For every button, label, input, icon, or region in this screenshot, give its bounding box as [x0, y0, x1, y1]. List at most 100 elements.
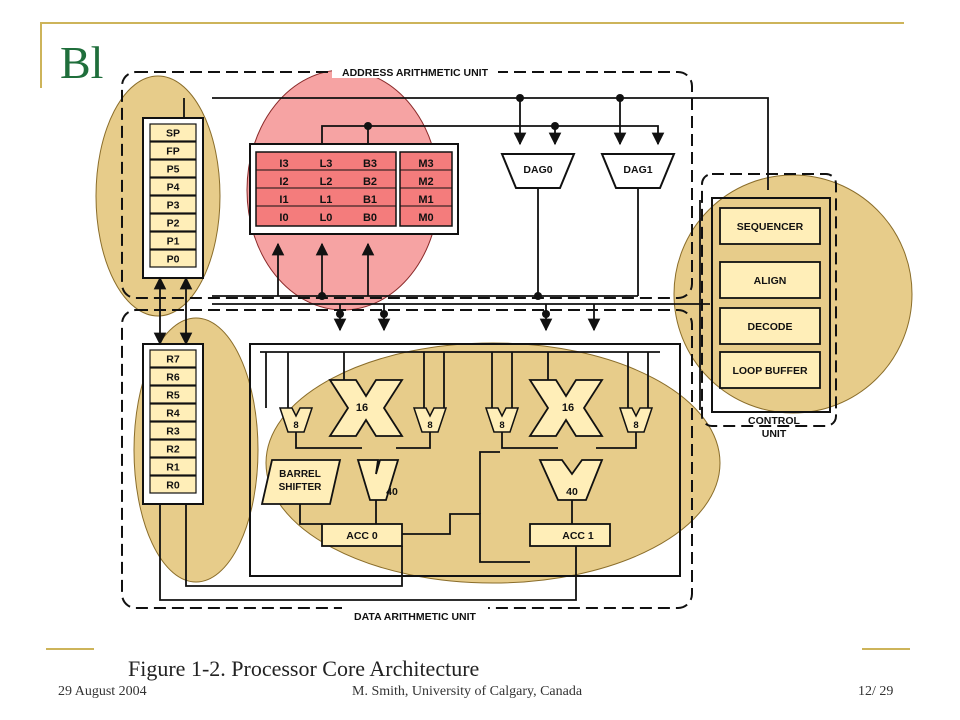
frame-left-line	[40, 22, 42, 88]
control-unit-boundary	[701, 173, 837, 427]
p-register-p1: P1	[167, 236, 180, 248]
control-sequencer-label: SEQUENCER	[737, 221, 804, 233]
p-register-p2: P2	[167, 218, 180, 230]
control-loop-buffer-block	[719, 351, 821, 389]
p-register-cell	[149, 177, 197, 196]
control-decode-label: DECODE	[748, 321, 793, 333]
dag1-label: DAG1	[623, 164, 652, 176]
frame-top-line	[40, 22, 904, 24]
dag-register-i0: I0	[279, 212, 288, 224]
dag1-unit	[600, 153, 676, 189]
r-register-cell	[149, 403, 197, 422]
control-sequencer-block	[719, 207, 821, 245]
slide-title: Bl	[60, 37, 104, 88]
r-register-r1: R1	[166, 462, 180, 474]
multiplier-0-label: 16	[356, 402, 368, 414]
p-register-p5: P5	[167, 164, 180, 176]
figure-caption: Figure 1-2. Processor Core Architecture	[128, 656, 480, 681]
adder-1	[538, 459, 604, 501]
r-register-r3: R3	[166, 426, 180, 438]
r-register-r0: R0	[166, 480, 180, 492]
r-register-r2: R2	[166, 444, 180, 456]
adder-1-label: 40	[566, 486, 578, 498]
datapath-box	[249, 343, 681, 577]
dag-register-b0: B0	[363, 212, 377, 224]
r-register-cell	[149, 475, 197, 494]
r-register-r4: R4	[166, 408, 180, 420]
dag-register-i2: I2	[279, 176, 288, 188]
p-register-p3: P3	[167, 200, 180, 212]
alu-8bit-label: 8	[499, 420, 504, 431]
p-register-cell	[149, 123, 197, 142]
multiplier-0	[328, 379, 404, 437]
alu-8bit-0	[278, 407, 314, 433]
p-register-cell	[149, 195, 197, 214]
p-register-p0: P0	[167, 254, 180, 266]
control-unit-block	[711, 197, 831, 413]
frame-bottom-right-line	[862, 648, 910, 650]
r-register-cell	[149, 439, 197, 458]
footer-author: M. Smith, University of Calgary, Canada	[352, 684, 583, 699]
p-register-cell	[149, 159, 197, 178]
dag0-unit	[500, 153, 576, 189]
data-unit-label: DATA ARITHMETIC UNIT	[354, 611, 476, 623]
alu-8bit-3	[618, 407, 654, 433]
frame-bottom-left-line	[46, 648, 94, 650]
control-loop-buffer-label: LOOP BUFFER	[732, 365, 807, 377]
footer-date: 29 August 2004	[58, 684, 147, 699]
dag-register-l1: L1	[320, 194, 333, 206]
r-register-r6: R6	[166, 372, 180, 384]
multiplier-1	[528, 379, 604, 437]
alu-8bit-1	[412, 407, 448, 433]
control-decode-block	[719, 307, 821, 345]
alu-8bit-label: 8	[427, 420, 432, 431]
address-unit-label: ADDRESS ARITHMETIC UNIT	[342, 67, 489, 79]
p-register-p4: P4	[167, 182, 180, 194]
dag-register-m1: M1	[418, 194, 433, 206]
footer-page-number: 12/ 29	[858, 684, 894, 699]
adder-0	[356, 459, 400, 501]
dag-register-i3: I3	[279, 158, 288, 170]
barrel-shifter	[260, 459, 342, 505]
control-unit-label-line1: CONTROL	[748, 415, 800, 427]
dag-register-m2: M2	[418, 176, 433, 188]
dag-register-i1: I1	[279, 194, 288, 206]
dag-register-m3: M3	[418, 158, 433, 170]
dag-register-l3: L3	[320, 158, 333, 170]
p-register-sp: SP	[166, 128, 180, 140]
dag-register-b2: B2	[363, 176, 377, 188]
p-register-cell	[149, 213, 197, 232]
barrel-shifter-label-line1: BARREL	[279, 469, 321, 480]
dag-register-l0: L0	[320, 212, 333, 224]
multiplier-1-label: 16	[562, 402, 574, 414]
r-register-cell	[149, 457, 197, 476]
acc0-block	[321, 523, 403, 547]
dag-register-b1: B1	[363, 194, 377, 206]
bus-lines	[153, 97, 769, 601]
dag0-label: DAG0	[523, 164, 552, 176]
r-register-cell	[149, 385, 197, 404]
p-register-cell	[149, 249, 197, 268]
bus-junctions	[318, 94, 624, 318]
control-align-label: ALIGN	[754, 275, 787, 287]
r-register-r5: R5	[166, 390, 180, 402]
barrel-shifter-label-line2: SHIFTER	[279, 482, 323, 493]
r-register-cell	[149, 349, 197, 368]
p-register-cell	[149, 231, 197, 250]
adder-0-label: 40	[386, 486, 398, 498]
acc0-label: ACC 0	[346, 530, 378, 542]
alu-8bit-2	[484, 407, 520, 433]
r-register-r7: R7	[166, 354, 180, 366]
dag-register-b3: B3	[363, 158, 377, 170]
alu-8bit-label: 8	[633, 420, 638, 431]
alu-8bit-label: 8	[293, 420, 298, 431]
r-register-cell	[149, 367, 197, 386]
control-unit-label-line2: UNIT	[762, 428, 787, 440]
dag-register-m0: M0	[418, 212, 433, 224]
p-register-cell	[149, 141, 197, 160]
p-register-fp: FP	[166, 146, 179, 158]
acc1-label: ACC 1	[562, 530, 594, 542]
control-align-block	[719, 261, 821, 299]
r-register-cell	[149, 421, 197, 440]
